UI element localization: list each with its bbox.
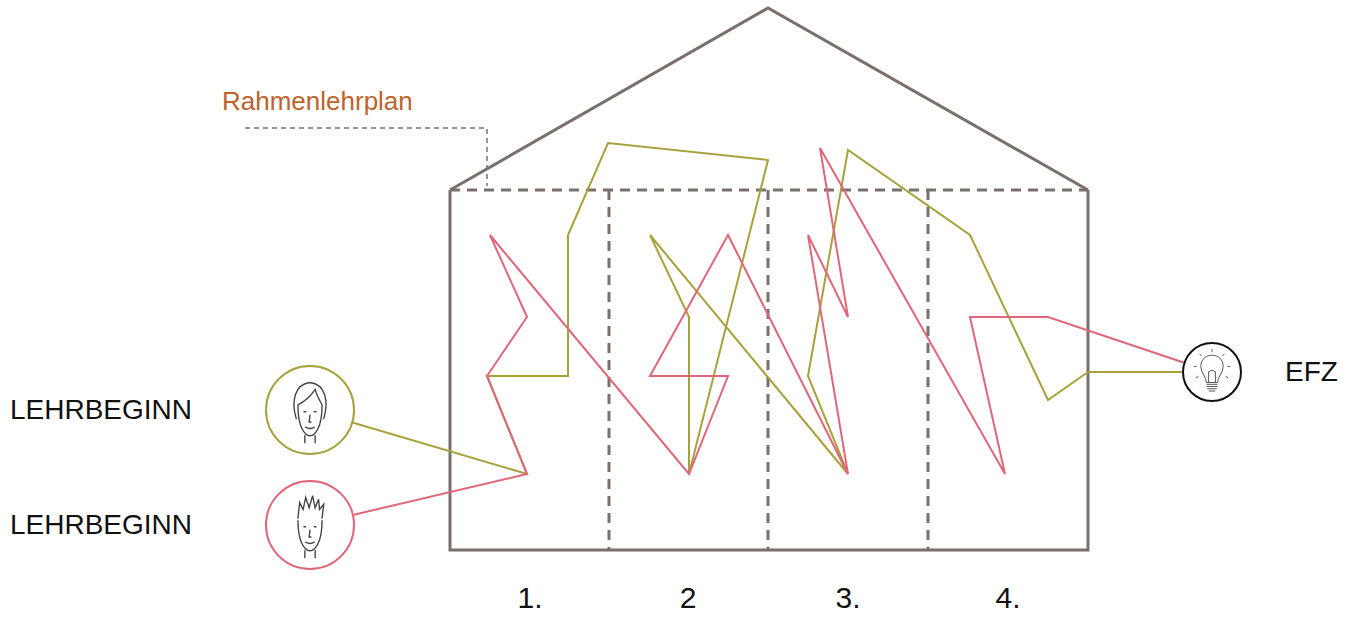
lightbulb-icon	[1184, 344, 1240, 400]
year-number: 4.	[995, 583, 1020, 613]
leader-line	[245, 128, 487, 186]
milestone-label: LEHRBEGINN	[10, 396, 192, 424]
year-number: 2	[680, 583, 697, 613]
milestone: LEHRBEGINN	[10, 360, 360, 460]
milestone-circle	[265, 365, 355, 455]
learning-path	[353, 143, 1182, 474]
milestone: EFZ	[1180, 340, 1352, 404]
house-roof	[450, 8, 1088, 190]
year-divider	[608, 190, 611, 550]
year-divider	[927, 190, 930, 550]
house-walls	[450, 190, 1088, 550]
milestone: LEHRBEGINN	[10, 475, 360, 575]
face-icon	[267, 367, 353, 453]
year-divider	[767, 190, 770, 550]
year-number: 1.	[517, 583, 542, 613]
milestone-circle	[265, 480, 355, 570]
learning-path	[354, 148, 1184, 515]
milestone-circle	[1182, 342, 1242, 402]
year-number: 3.	[835, 583, 860, 613]
face-icon	[267, 482, 353, 568]
milestone-label: LEHRBEGINN	[10, 511, 192, 539]
framework-label: Rahmenlehrplan	[222, 88, 413, 114]
milestone-label: EFZ	[1285, 358, 1338, 386]
